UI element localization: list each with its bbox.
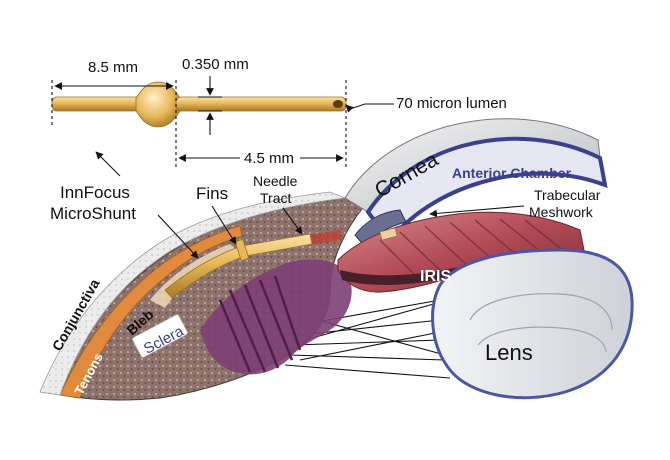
shunt-body-distal — [175, 96, 347, 112]
implanted-shunt-tip — [379, 227, 398, 241]
iris-label: IRIS — [420, 268, 451, 285]
device-label-line2: MicroShunt — [50, 204, 136, 223]
eye-cross-section — [39, 118, 634, 401]
zonule-fibers — [284, 299, 451, 379]
device-leader — [157, 214, 199, 259]
anterior-chamber-label: Anterior Chamber — [452, 165, 572, 181]
shunt-lumen-opening — [333, 100, 343, 108]
shunt-bulb — [135, 81, 181, 128]
shunt-body-proximal — [51, 96, 143, 112]
trabecular-label-line1: Trabecular — [534, 187, 601, 203]
ciliary-processes — [218, 275, 302, 373]
dimension-lines — [51, 76, 394, 177]
device-label-line1: InnFocus — [60, 183, 130, 202]
trabecular-leader — [429, 205, 525, 218]
fins-leader — [211, 205, 237, 245]
length-distal-label: 4.5 mm — [244, 150, 294, 167]
diameter-label: 0.350 mm — [182, 56, 249, 73]
lens — [431, 248, 634, 400]
needle-tract-leader — [282, 207, 303, 235]
lens-label: Lens — [485, 340, 533, 365]
needle-tract-label-line1: Needle — [253, 173, 298, 189]
implanted-shunt — [164, 233, 313, 299]
anterior-chamber — [365, 136, 608, 244]
trabecular-label-line2: Meshwork — [529, 204, 594, 220]
iris-texture — [379, 218, 566, 281]
needle-tract-label-line2: Tract — [260, 190, 291, 206]
tenons-layer — [59, 225, 243, 399]
lumen-label: 70 micron lumen — [396, 95, 507, 112]
implanted-shunt-fin — [235, 239, 249, 261]
shunt-device — [51, 81, 347, 128]
fins-label: Fins — [196, 184, 228, 203]
length-total-label: 8.5 mm — [88, 59, 138, 76]
lens-layers — [469, 293, 613, 353]
